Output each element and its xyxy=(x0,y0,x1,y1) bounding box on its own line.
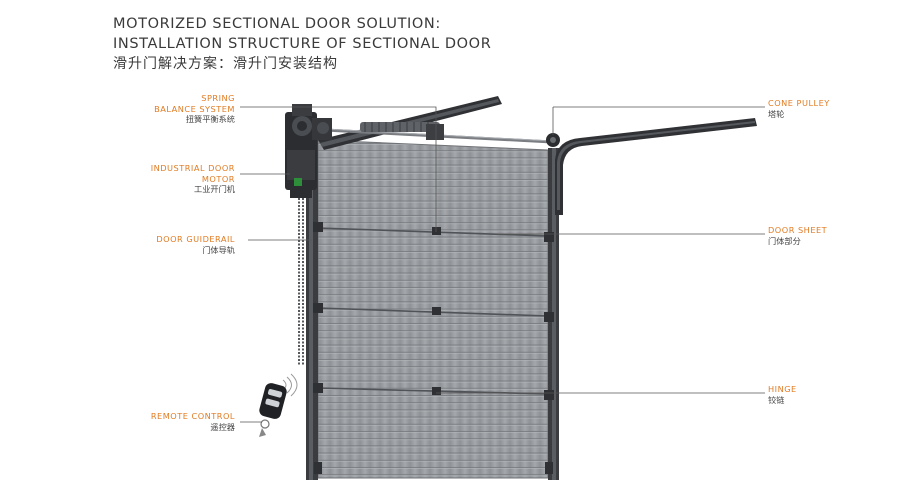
callout-industrial-door-motor: INDUSTRIAL DOOR MOTOR 工业开门机 xyxy=(150,163,235,194)
remote-control xyxy=(259,373,298,437)
manual-chain xyxy=(298,198,304,365)
torsion-spring xyxy=(360,122,444,140)
leader-lines xyxy=(240,106,765,423)
leader-spring-balance xyxy=(240,106,437,232)
callout-spring-balance: SPRING BALANCE SYSTEM 扭簧平衡系统 xyxy=(154,93,235,124)
callout-cone-pulley: CONE PULLEY 塔轮 xyxy=(768,98,830,119)
hinge-center-1 xyxy=(432,227,441,235)
hinge-center-3 xyxy=(432,387,441,395)
callout-hinge: HINGE 铰链 xyxy=(768,384,797,405)
title-line-3: 滑升门解决方案：滑升门安装结构 xyxy=(113,56,338,72)
hinge-group xyxy=(313,222,554,474)
top-track-right xyxy=(555,118,757,215)
title-line-1: MOTORIZED SECTIONAL DOOR SOLUTION: xyxy=(113,16,441,32)
hinge-center-2 xyxy=(432,307,441,315)
title-line-2: INSTALLATION STRUCTURE OF SECTIONAL DOOR xyxy=(113,36,492,52)
callout-door-sheet: DOOR SHEET 门体部分 xyxy=(768,225,828,246)
industrial-door-motor xyxy=(285,104,332,198)
callout-door-guiderail: DOOR GUIDERAIL 门体导轨 xyxy=(156,234,235,255)
callout-remote-control: REMOTE CONTROL 遥控器 xyxy=(150,411,235,432)
cone-pulley xyxy=(546,133,560,147)
title-block: MOTORIZED SECTIONAL DOOR SOLUTION: INSTA… xyxy=(113,14,491,74)
